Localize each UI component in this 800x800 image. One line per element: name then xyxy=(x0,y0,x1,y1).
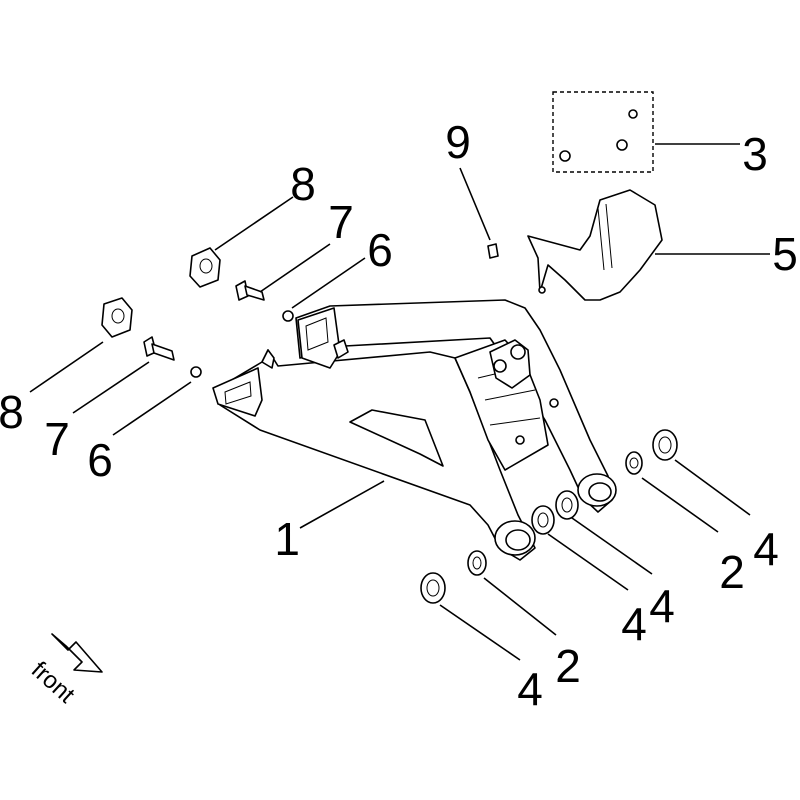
nut-upper xyxy=(282,310,294,322)
callout-3: 3 xyxy=(742,128,768,180)
washer-front xyxy=(467,550,487,576)
leader-lines xyxy=(29,143,770,661)
callout-8-lower: 8 xyxy=(0,386,24,438)
bearing-rear-inner xyxy=(555,490,579,520)
front-label: front xyxy=(26,656,80,708)
callout-2-front: 2 xyxy=(555,640,581,692)
callout-2-rear: 2 xyxy=(719,546,745,598)
swingarm-frame xyxy=(212,299,617,561)
callout-1: 1 xyxy=(274,513,300,565)
callout-7-lower: 7 xyxy=(44,413,70,465)
callout-6-lower: 6 xyxy=(87,434,113,486)
callout-7-upper: 7 xyxy=(328,196,354,248)
callout-4-rear-inner: 4 xyxy=(649,580,675,632)
pin-part-9 xyxy=(487,243,499,259)
callout-4-front-outer: 4 xyxy=(517,663,543,715)
front-direction-indicator: front xyxy=(26,633,103,709)
chain-guard xyxy=(527,189,663,301)
callout-5: 5 xyxy=(772,228,798,280)
bearing-front-inner xyxy=(531,505,555,535)
callout-4-rear-outer: 4 xyxy=(753,523,779,575)
bolt-upper xyxy=(235,280,265,301)
bearing-rear-outer xyxy=(652,429,678,461)
callout-9: 9 xyxy=(445,116,471,168)
nut-lower xyxy=(190,366,202,378)
bearing-front-outer xyxy=(420,572,446,604)
callout-8-upper: 8 xyxy=(290,158,316,210)
callout-6-upper: 6 xyxy=(367,224,393,276)
washer-rear xyxy=(625,451,643,475)
hardware-kit-box xyxy=(552,91,654,173)
square-nut-upper xyxy=(189,247,221,288)
front-arrow-icon xyxy=(51,633,103,673)
square-nut-lower xyxy=(101,297,133,338)
callout-4-front-inner: 4 xyxy=(621,598,647,650)
bolt-lower xyxy=(143,336,175,361)
